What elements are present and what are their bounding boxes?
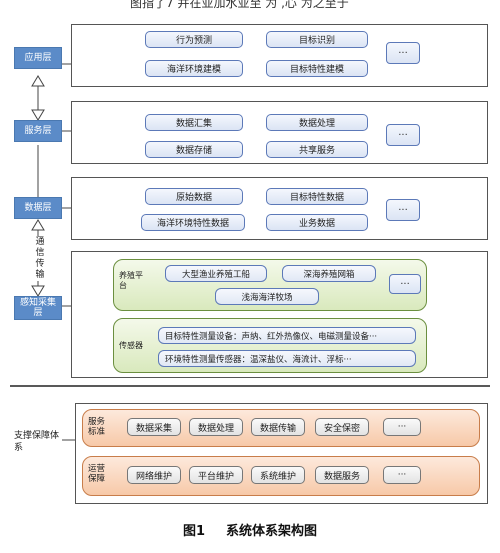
target-measurement-box: 目标特性测量设备：声纳、红外热像仪、电磁测量设备··· [158, 327, 416, 344]
data-transmission-box: 数据传输 [251, 418, 305, 436]
ocean-environment-modeling-box: 海洋环境建模 [145, 60, 243, 77]
ops-label: 运营保障 [88, 464, 106, 485]
shared-service-box: 共享服务 [266, 141, 368, 158]
service-more-box: ··· [386, 124, 420, 146]
ops-more-box: ··· [383, 466, 421, 484]
figure-title: 系统体系架构图 [226, 524, 318, 539]
data-more-box: ··· [386, 199, 420, 221]
service-standard-label: 服务标准 [88, 417, 106, 438]
fishery-vessel-box: 大型渔业养殖工船 [165, 265, 267, 282]
std-data-processing-box: 数据处理 [189, 418, 243, 436]
data-collection-box: 数据采集 [127, 418, 181, 436]
standard-more-box: ··· [383, 418, 421, 436]
comm-transmission-label: 通信传输 [34, 237, 46, 281]
data-service-box: 数据服务 [315, 466, 369, 484]
data-processing-box: 数据处理 [266, 114, 368, 131]
platform-more-box: ··· [389, 274, 421, 294]
behavior-prediction-box: 行为预测 [145, 31, 243, 48]
system-maintenance-box: 系统维护 [251, 466, 305, 484]
business-data-box: 业务数据 [266, 214, 368, 231]
platform-maintenance-box: 平台维护 [189, 466, 243, 484]
ocean-environment-data-box: 海洋环境特性数据 [141, 214, 245, 231]
shallow-sea-ranch-box: 浅海海洋牧场 [215, 288, 319, 305]
security-box: 安全保密 [315, 418, 369, 436]
data-storage-box: 数据存储 [145, 141, 243, 158]
data-aggregation-box: 数据汇集 [145, 114, 243, 131]
target-recognition-box: 目标识别 [266, 31, 368, 48]
environment-sensor-box: 环境特性测量传感器：温深盐仪、海流计、浮标··· [158, 350, 416, 367]
figure-number: 图1 [182, 524, 205, 539]
service-layer-label: 服务层 [14, 120, 62, 142]
network-maintenance-box: 网络维护 [127, 466, 181, 484]
sensor-label: 传感器 [119, 341, 143, 350]
sensing-layer-label: 感知采集层 [14, 296, 62, 320]
target-characteristic-data-box: 目标特性数据 [266, 188, 368, 205]
application-more-box: ··· [386, 42, 420, 64]
platform-label: 养殖平台 [119, 271, 143, 290]
figure-caption: 图1 系统体系架构图 [0, 520, 500, 539]
deep-sea-cage-box: 深海养殖网箱 [282, 265, 376, 282]
application-layer-label: 应用层 [14, 47, 62, 69]
data-layer-label: 数据层 [14, 197, 62, 219]
cut-off-text: 图指了7 并在亚加水亚至 为 ,心 为之至于 [130, 0, 349, 10]
support-system-label: 支撑保障体系 [14, 431, 60, 453]
app-service-arrow [31, 75, 45, 121]
raw-data-box: 原始数据 [145, 188, 243, 205]
target-characteristic-modeling-box: 目标特性建模 [266, 60, 368, 77]
